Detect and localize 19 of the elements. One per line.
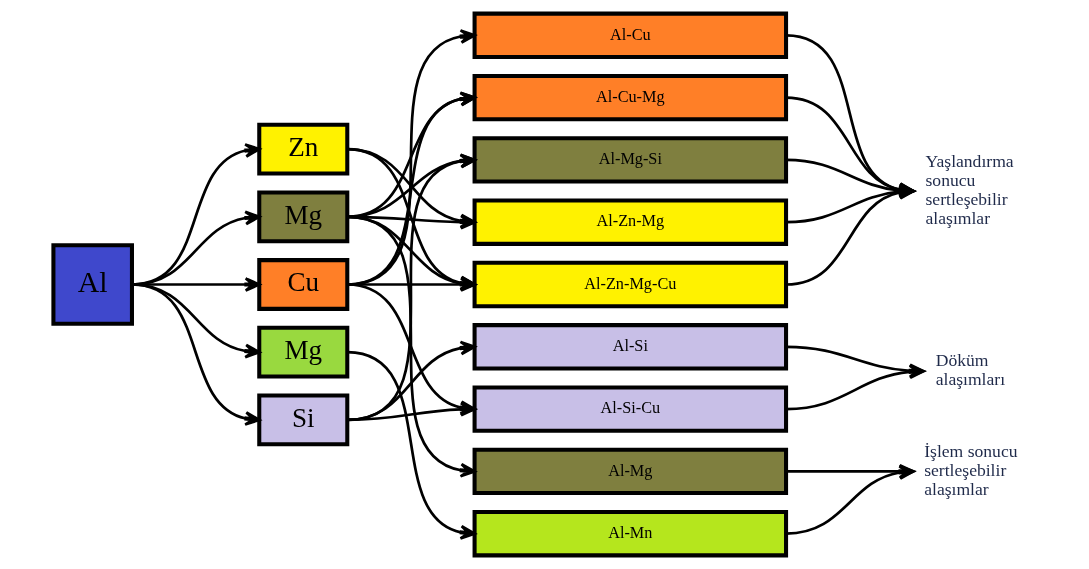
- node-box: Al-Mn: [472, 510, 788, 558]
- node-box: Al-Zn-Mg: [472, 198, 788, 246]
- node-text: Döküm alaşımları: [935, 350, 1005, 390]
- node-box: Cu: [256, 258, 349, 311]
- node-box: Al-Mg-Si: [472, 136, 788, 184]
- node-box: Al-Mg: [472, 447, 788, 496]
- node-text: Yaşlandırma sonucu sertleşebilir alaşımlar: [925, 151, 1014, 229]
- node-box: Al-Cu-Mg: [472, 73, 788, 122]
- node-text: İşlem sonucu sertleşebilir alaşımlar: [923, 441, 1018, 499]
- node-box: Zn: [256, 122, 349, 176]
- node-box: Al-Cu: [472, 11, 788, 59]
- arrow: [131, 283, 261, 426]
- node-box: Mg: [256, 190, 349, 244]
- node-box: Al-Si: [472, 323, 788, 371]
- node-box: Mg: [256, 325, 349, 379]
- node-box: Si: [256, 393, 349, 447]
- node-box: Al-Si-Cu: [472, 385, 788, 433]
- node-box: Al: [50, 243, 134, 326]
- node-box: Al-Zn-Mg-Cu: [472, 260, 788, 309]
